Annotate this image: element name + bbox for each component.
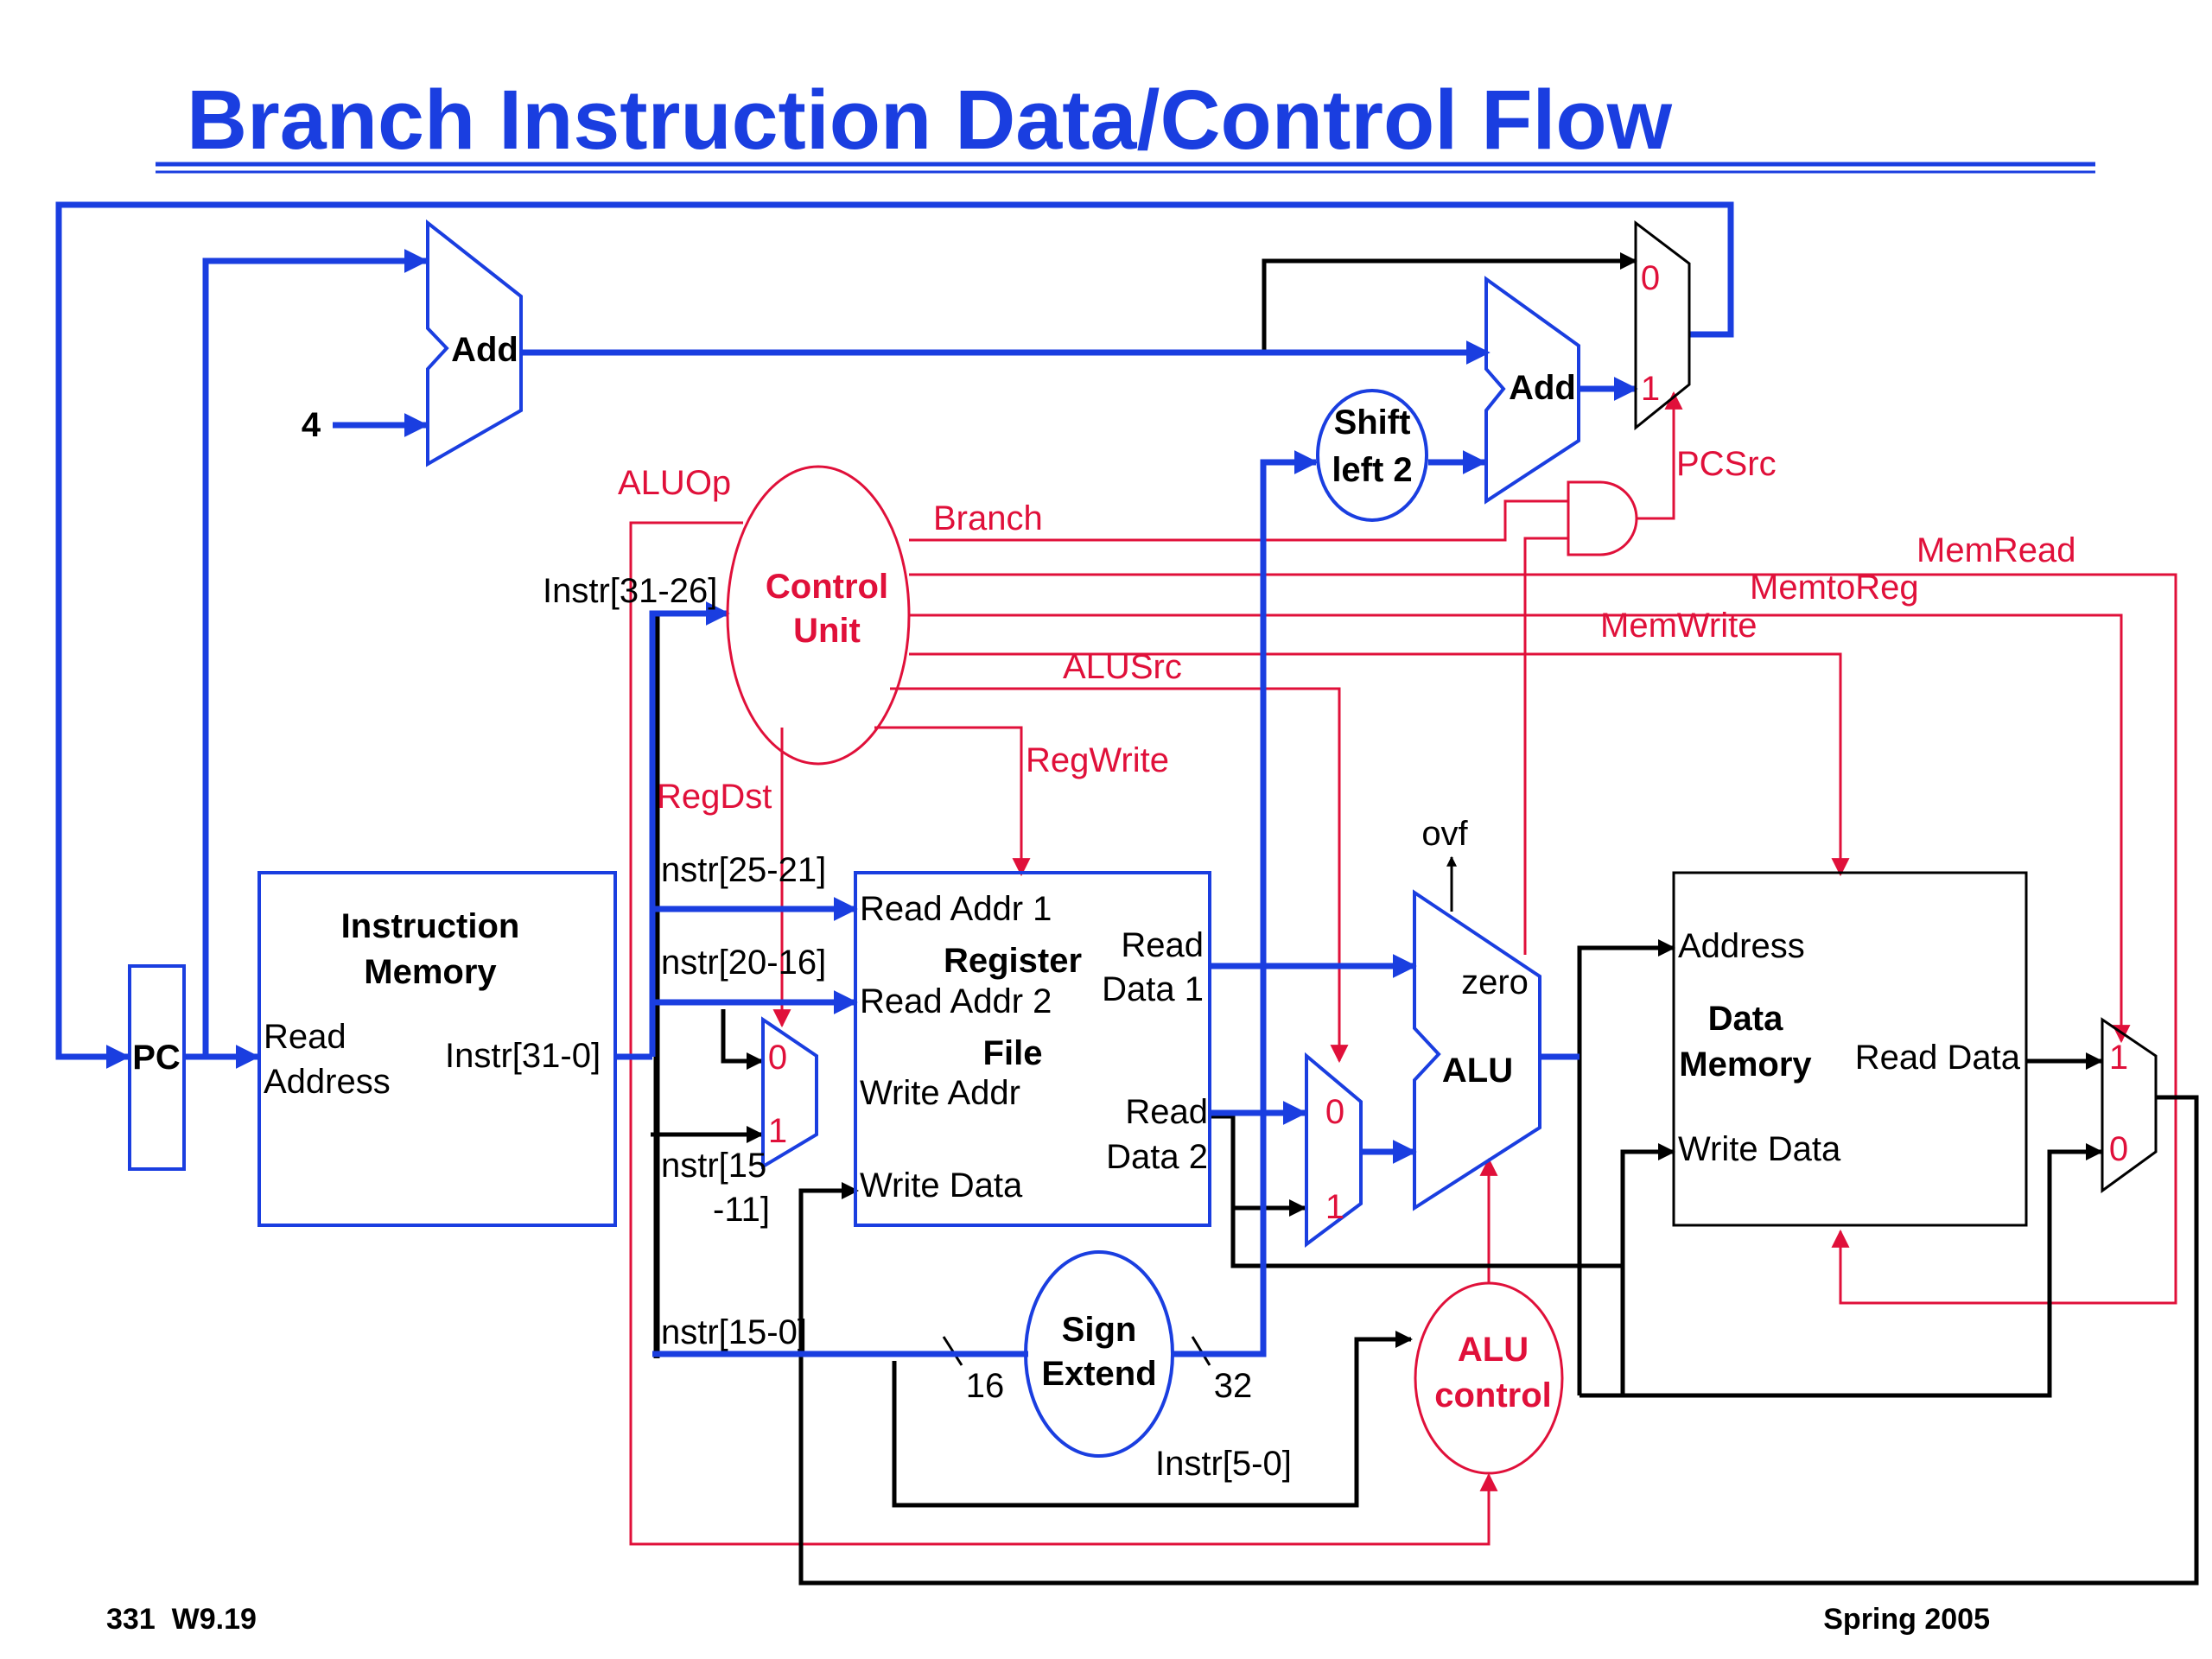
alu-control (1414, 1281, 1564, 1475)
field-rt: nstr[20-16] (661, 944, 826, 982)
shift-label-2: left 2 (1332, 451, 1412, 489)
regfile-read-data-2a: Read (1125, 1093, 1208, 1131)
sign-extend-label-2: Extend (1041, 1355, 1156, 1393)
signal-memwrite: MemWrite (1600, 607, 1757, 645)
regfile-read-addr-1: Read Addr 1 (860, 890, 1052, 928)
instruction-memory (257, 871, 617, 1227)
regfile-read-data-1a: Read (1121, 926, 1204, 964)
blue-wires (55, 201, 1734, 1357)
dmem-title-2: Memory (1679, 1046, 1812, 1084)
sign-extend-label-1: Sign (1062, 1311, 1137, 1349)
regfile-write-data: Write Data (860, 1166, 1023, 1205)
footer-left: 331 W9.19 (106, 1603, 257, 1636)
alu (1413, 889, 1541, 1211)
signal-memread: MemRead (1916, 531, 2076, 569)
pc-adder (426, 219, 523, 467)
imem-read-label-2: Address (264, 1063, 391, 1101)
control-unit (726, 465, 911, 766)
regfile-title-1: Register (944, 942, 1082, 980)
alu-ovf-label: ovf (1421, 815, 1468, 853)
black-wires (651, 252, 2199, 1586)
regdst-mux (761, 1016, 818, 1170)
const-four: 4 (302, 406, 321, 444)
regfile-read-addr-2: Read Addr 2 (860, 982, 1052, 1020)
pc-label: PC (132, 1039, 181, 1077)
signal-alusrc: ALUSrc (1063, 648, 1182, 686)
regfile-read-data-1b: Data 1 (1102, 970, 1204, 1008)
page-title: Branch Instruction Data/Control Flow (187, 73, 1673, 167)
pc-register (128, 964, 186, 1171)
bus-width-16: 16 (966, 1367, 1005, 1405)
regfile-title-2: File (983, 1034, 1043, 1072)
pc-mux-in0: 0 (1641, 259, 1660, 297)
signal-aluop: ALUOp (618, 464, 731, 502)
branch-and-gate (1567, 480, 1638, 556)
pc-source-mux (1634, 219, 1691, 431)
field-funct: Instr[5-0] (1155, 1445, 1292, 1483)
alusrc-mux-in1: 1 (1325, 1188, 1344, 1226)
shift-left-2 (1316, 389, 1428, 522)
shift-label-1: Shift (1334, 404, 1411, 442)
control-unit-label-1: Control (766, 568, 888, 606)
sign-extend (1024, 1250, 1174, 1458)
pc-mux-in1: 1 (1641, 370, 1660, 408)
branch-adder (1484, 276, 1580, 505)
field-op: Instr[31-26] (543, 572, 717, 610)
register-file (854, 871, 1211, 1227)
data-memory (1672, 871, 2028, 1227)
branch-adder-label: Add (1509, 369, 1576, 407)
dmem-title-1: Data (1708, 1000, 1783, 1038)
field-rd-1: nstr[15 (661, 1147, 766, 1185)
field-imm: nstr[15-0] (661, 1313, 807, 1351)
memtoreg-mux-in0: 0 (2109, 1130, 2128, 1168)
dmem-write-data: Write Data (1678, 1130, 1841, 1168)
control-unit-label-2: Unit (793, 612, 861, 650)
dmem-read-data: Read Data (1855, 1039, 2021, 1077)
signal-memtoreg: MemtoReg (1750, 569, 1919, 607)
pc-adder-label: Add (451, 331, 518, 369)
imem-read-label-1: Read (264, 1018, 346, 1056)
regdst-mux-in1: 1 (768, 1112, 787, 1150)
control-wires (629, 391, 2177, 1546)
signal-regdst: RegDst (657, 778, 772, 816)
regfile-write-addr: Write Addr (860, 1074, 1020, 1112)
signal-regwrite: RegWrite (1026, 741, 1169, 779)
field-rd-2: -11] (713, 1191, 770, 1229)
alu-label: ALU (1442, 1052, 1513, 1090)
imem-title-1: Instruction (341, 907, 520, 945)
alu-zero-label: zero (1461, 963, 1529, 1001)
signal-branch: Branch (933, 499, 1043, 537)
alu-control-label-1: ALU (1458, 1331, 1529, 1369)
field-rs: nstr[25-21] (661, 851, 826, 889)
alusrc-mux-in0: 0 (1325, 1093, 1344, 1131)
regdst-mux-in0: 0 (768, 1039, 787, 1077)
imem-output-label: Instr[31-0] (445, 1037, 601, 1075)
memtoreg-mux (2101, 1017, 2158, 1193)
regfile-read-data-2b: Data 2 (1106, 1138, 1208, 1176)
bus-width-32: 32 (1214, 1367, 1253, 1405)
imem-title-2: Memory (364, 953, 497, 991)
alusrc-mux (1305, 1052, 1363, 1248)
footer-right: Spring 2005 (1823, 1603, 1990, 1636)
dmem-address: Address (1678, 927, 1805, 965)
signal-pcsrc: PCSrc (1676, 445, 1777, 483)
alu-control-label-2: control (1434, 1376, 1552, 1414)
memtoreg-mux-in1: 1 (2109, 1039, 2128, 1077)
